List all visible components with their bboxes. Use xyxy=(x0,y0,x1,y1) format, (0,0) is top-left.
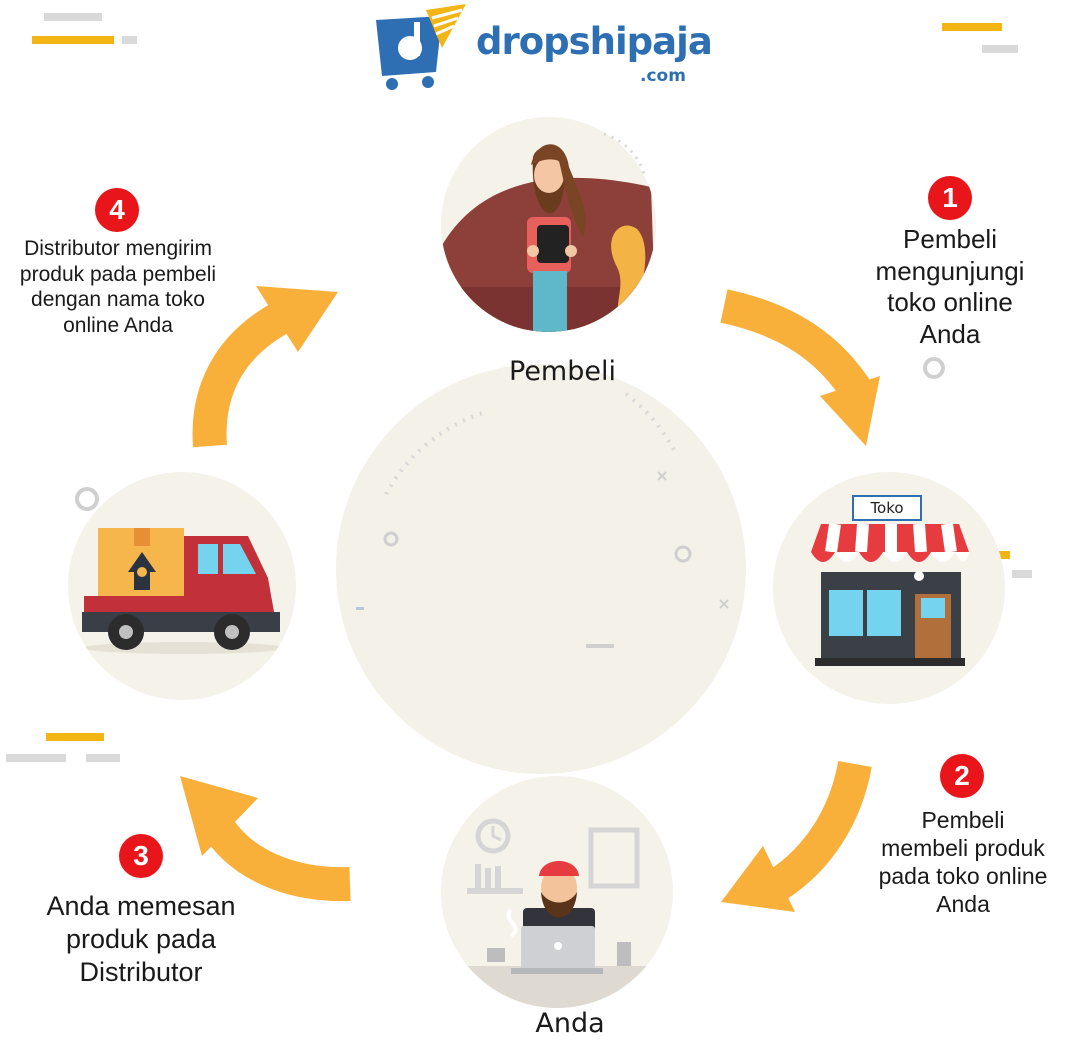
step-2-line: membeli produk xyxy=(881,835,1045,862)
step-1-line: mengunjungi xyxy=(875,255,1025,286)
decor-line xyxy=(122,36,137,44)
step-3-line: Distributor xyxy=(79,956,203,987)
buyer-decor-arc xyxy=(603,132,646,175)
step-2-line: Pembeli xyxy=(921,807,1005,833)
step-1-line: toko online xyxy=(887,287,1013,318)
decor-line xyxy=(44,13,102,21)
step-1-text: Pembeli mengunjungi toko online Anda xyxy=(850,224,1050,351)
decor-line xyxy=(86,754,120,762)
step-2-text: Pembeli membeli produk pada toko online … xyxy=(852,806,1068,918)
ring-decor xyxy=(923,357,945,379)
logo-suffix: .com xyxy=(640,66,686,86)
step-1-line: Anda xyxy=(919,319,981,350)
step-4-badge: 4 xyxy=(95,188,139,232)
you-illustration xyxy=(441,776,673,1008)
truck-decor xyxy=(75,487,99,511)
step-3-line: Anda memesan xyxy=(46,891,236,921)
step-4-line: online Anda xyxy=(63,313,173,337)
step-4-line: Distributor mengirim xyxy=(24,237,212,260)
step-2-badge: 2 xyxy=(940,754,984,798)
step-1-badge: 1 xyxy=(928,176,972,220)
step-3-text: Anda memesan produk pada Distributor xyxy=(10,890,272,989)
decor-line xyxy=(32,36,114,44)
shop-sign: Toko xyxy=(852,495,922,521)
step-4-text: Distributor mengirim produk pada pembeli… xyxy=(0,236,236,338)
decor-line xyxy=(998,551,1010,559)
decor-line xyxy=(1012,570,1032,578)
decor-line xyxy=(982,45,1018,53)
buyer-label: Pembeli xyxy=(509,356,616,387)
step-2-line: Anda xyxy=(936,891,990,918)
center-circle xyxy=(336,364,746,774)
you-label: Anda xyxy=(535,1008,605,1039)
decor-line xyxy=(942,23,1002,31)
arrow-step-4 xyxy=(192,286,338,448)
step-3-line: produk pada xyxy=(65,923,217,954)
center-decor xyxy=(356,392,729,648)
shop-illustration xyxy=(773,472,1005,704)
step-1-line: Pembeli xyxy=(903,224,997,254)
step-2-line: pada toko online xyxy=(878,863,1048,890)
arrow-step-2 xyxy=(721,760,872,912)
cart-logo-icon xyxy=(376,4,466,90)
step-4-line: dengan nama toko xyxy=(31,288,205,312)
decor-line xyxy=(6,754,66,762)
arrow-step-1 xyxy=(720,289,880,446)
truck-illustration xyxy=(68,472,296,700)
step-4-line: produk pada pembeli xyxy=(19,262,217,286)
shop-sign-label: Toko xyxy=(870,499,904,517)
decor-line xyxy=(46,733,104,741)
logo: dropshipaja .com xyxy=(370,2,713,92)
step-3-badge: 3 xyxy=(119,834,163,878)
arrow-step-3 xyxy=(180,776,351,902)
logo-text: dropshipaja xyxy=(476,20,713,63)
